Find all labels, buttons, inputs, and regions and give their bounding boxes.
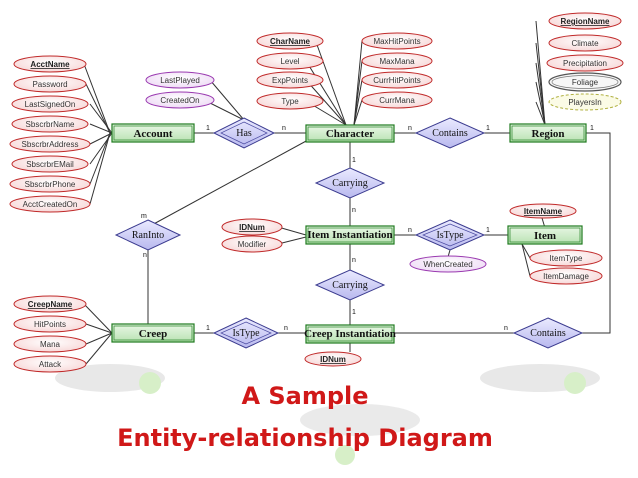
entity-creep-instantiation: Creep Instantiation xyxy=(304,324,396,344)
account-attributes: AcctName Password LastSignedOn SbscrbrNa… xyxy=(9,55,91,213)
relationship-has-label: Has xyxy=(236,128,252,139)
attr-acctname: AcctName xyxy=(30,60,70,69)
attr-lastplayed: LastPlayed xyxy=(160,76,200,85)
relationship-istype-2-label: IsType xyxy=(232,328,260,339)
attr-foliage: Foliage xyxy=(572,78,599,87)
attr-charname: CharName xyxy=(270,37,311,46)
creep-attributes: CreepName HitPoints Mana Attack xyxy=(13,295,87,373)
attr-maxhitpoints: MaxHitPoints xyxy=(373,37,420,46)
attr-modifier: Modifier xyxy=(238,240,267,249)
background-decoration xyxy=(55,364,600,465)
attr-precipitation: Precipitation xyxy=(563,59,607,68)
attr-mana: Mana xyxy=(40,340,61,349)
character-attributes-right: MaxHitPoints MaxMana CurrHitPoints CurrM… xyxy=(361,32,433,109)
relationship-raninto: RanInto xyxy=(114,219,182,251)
attr-itemdamage: ItemDamage xyxy=(543,272,589,281)
attr-currhitpoints: CurrHitPoints xyxy=(373,76,421,85)
relationship-raninto-label: RanInto xyxy=(132,230,164,241)
card-iteminst-carrying2: n xyxy=(352,257,356,264)
creep-instantiation-attributes: IDNum xyxy=(304,351,362,367)
entity-account: Account xyxy=(111,123,195,143)
cardinality-labels: 1 n n 1 1 n m n n 1 n 1 1 n n 1 xyxy=(141,125,594,332)
card-raninto-character: m xyxy=(141,213,147,220)
relationship-istype-2: IsType xyxy=(212,317,280,349)
attr-sbscrbrname: SbscrbrName xyxy=(26,120,75,129)
attr-maxmana: MaxMana xyxy=(379,57,415,66)
character-attributes-left: CharName Level ExpPoints Type xyxy=(256,32,324,110)
relationship-has: Has xyxy=(212,117,276,149)
attr-creepname: CreepName xyxy=(28,300,73,309)
card-iteminst-istype: n xyxy=(408,227,412,234)
attr-itemname: ItemName xyxy=(524,207,563,216)
card-has-character: n xyxy=(282,125,286,132)
card-istype2-creepinst: n xyxy=(284,325,288,332)
item-instantiation-attributes: IDNum Modifier xyxy=(221,218,283,253)
entity-region: Region xyxy=(509,123,587,143)
entity-item-instantiation-label: Item Instantiation xyxy=(307,229,392,241)
relationship-carrying-2-label: Carrying xyxy=(332,280,368,291)
card-contains-region: 1 xyxy=(486,125,490,132)
attr-acctcreatedon: AcctCreatedOn xyxy=(23,200,78,209)
entity-creep: Creep xyxy=(111,323,195,343)
card-character-carrying: 1 xyxy=(352,157,356,164)
card-carrying-item: n xyxy=(352,207,356,214)
entity-creep-label: Creep xyxy=(139,328,168,340)
entity-character-label: Character xyxy=(326,128,374,140)
item-attributes: ItemName ItemType ItemDamage xyxy=(509,203,603,285)
attr-currmana: CurrMana xyxy=(379,96,415,105)
attr-whencreated: WhenCreated xyxy=(423,260,472,269)
relationship-contains-2: Contains xyxy=(512,317,584,349)
attr-createdon: CreatedOn xyxy=(160,96,199,105)
attr-climate: Climate xyxy=(571,39,599,48)
relationship-contains-label: Contains xyxy=(432,128,468,139)
caption-line-2: Entity-relationship Diagram xyxy=(117,424,493,452)
card-account-has: 1 xyxy=(206,125,210,132)
entity-region-label: Region xyxy=(532,128,565,140)
istype-attributes: WhenCreated xyxy=(409,255,487,273)
relationship-carrying: Carrying xyxy=(314,167,386,199)
attr-attack: Attack xyxy=(39,360,62,369)
attr-sbscrbrphone: SbscrbrPhone xyxy=(25,180,76,189)
entity-item-label: Item xyxy=(534,230,556,242)
card-carrying2-creepinst: 1 xyxy=(352,309,356,316)
connector-lines xyxy=(83,20,611,365)
relationship-istype-label: IsType xyxy=(436,230,464,241)
card-contains2-region: 1 xyxy=(590,125,594,132)
relationship-carrying-label: Carrying xyxy=(332,178,368,189)
card-istype-item: 1 xyxy=(486,227,490,234)
region-attributes: RegionName Climate Precipitation Foliage… xyxy=(546,12,624,111)
relationship-istype: IsType xyxy=(414,219,486,251)
card-creep-istype2: 1 xyxy=(206,325,210,332)
entity-item-instantiation: Item Instantiation xyxy=(305,225,395,245)
relationship-contains-2-label: Contains xyxy=(530,328,566,339)
attr-lastsignedon: LastSignedOn xyxy=(25,100,76,109)
entity-account-label: Account xyxy=(133,128,172,140)
card-character-contains: n xyxy=(408,125,412,132)
attr-hitpoints: HitPoints xyxy=(34,320,66,329)
attr-sbscrbraddress: SbscrbrAddress xyxy=(22,140,79,149)
attr-idnum: IDNum xyxy=(239,223,265,232)
entity-item: Item xyxy=(507,225,583,245)
card-creepinst-contains2: n xyxy=(504,325,508,332)
relationship-contains: Contains xyxy=(414,117,486,149)
attr-exppoints: ExpPoints xyxy=(272,76,308,85)
has-attributes: LastPlayed CreatedOn xyxy=(145,71,215,109)
attr-sbscrbremail: SbscrbrEMail xyxy=(26,160,74,169)
attr-type: Type xyxy=(281,97,299,106)
attr-level: Level xyxy=(280,57,299,66)
caption-line-1: A Sample xyxy=(241,382,368,410)
card-raninto-creep: n xyxy=(143,252,147,259)
entity-creep-instantiation-label: Creep Instantiation xyxy=(304,328,396,340)
attr-itemtype: ItemType xyxy=(550,254,583,263)
attr-creep-idnum: IDNum xyxy=(320,355,346,364)
attr-password: Password xyxy=(32,80,67,89)
attr-playersin: PlayersIn xyxy=(568,98,601,107)
relationship-carrying-2: Carrying xyxy=(314,269,386,301)
attr-regionname: RegionName xyxy=(561,17,610,26)
entity-character: Character xyxy=(305,124,395,143)
